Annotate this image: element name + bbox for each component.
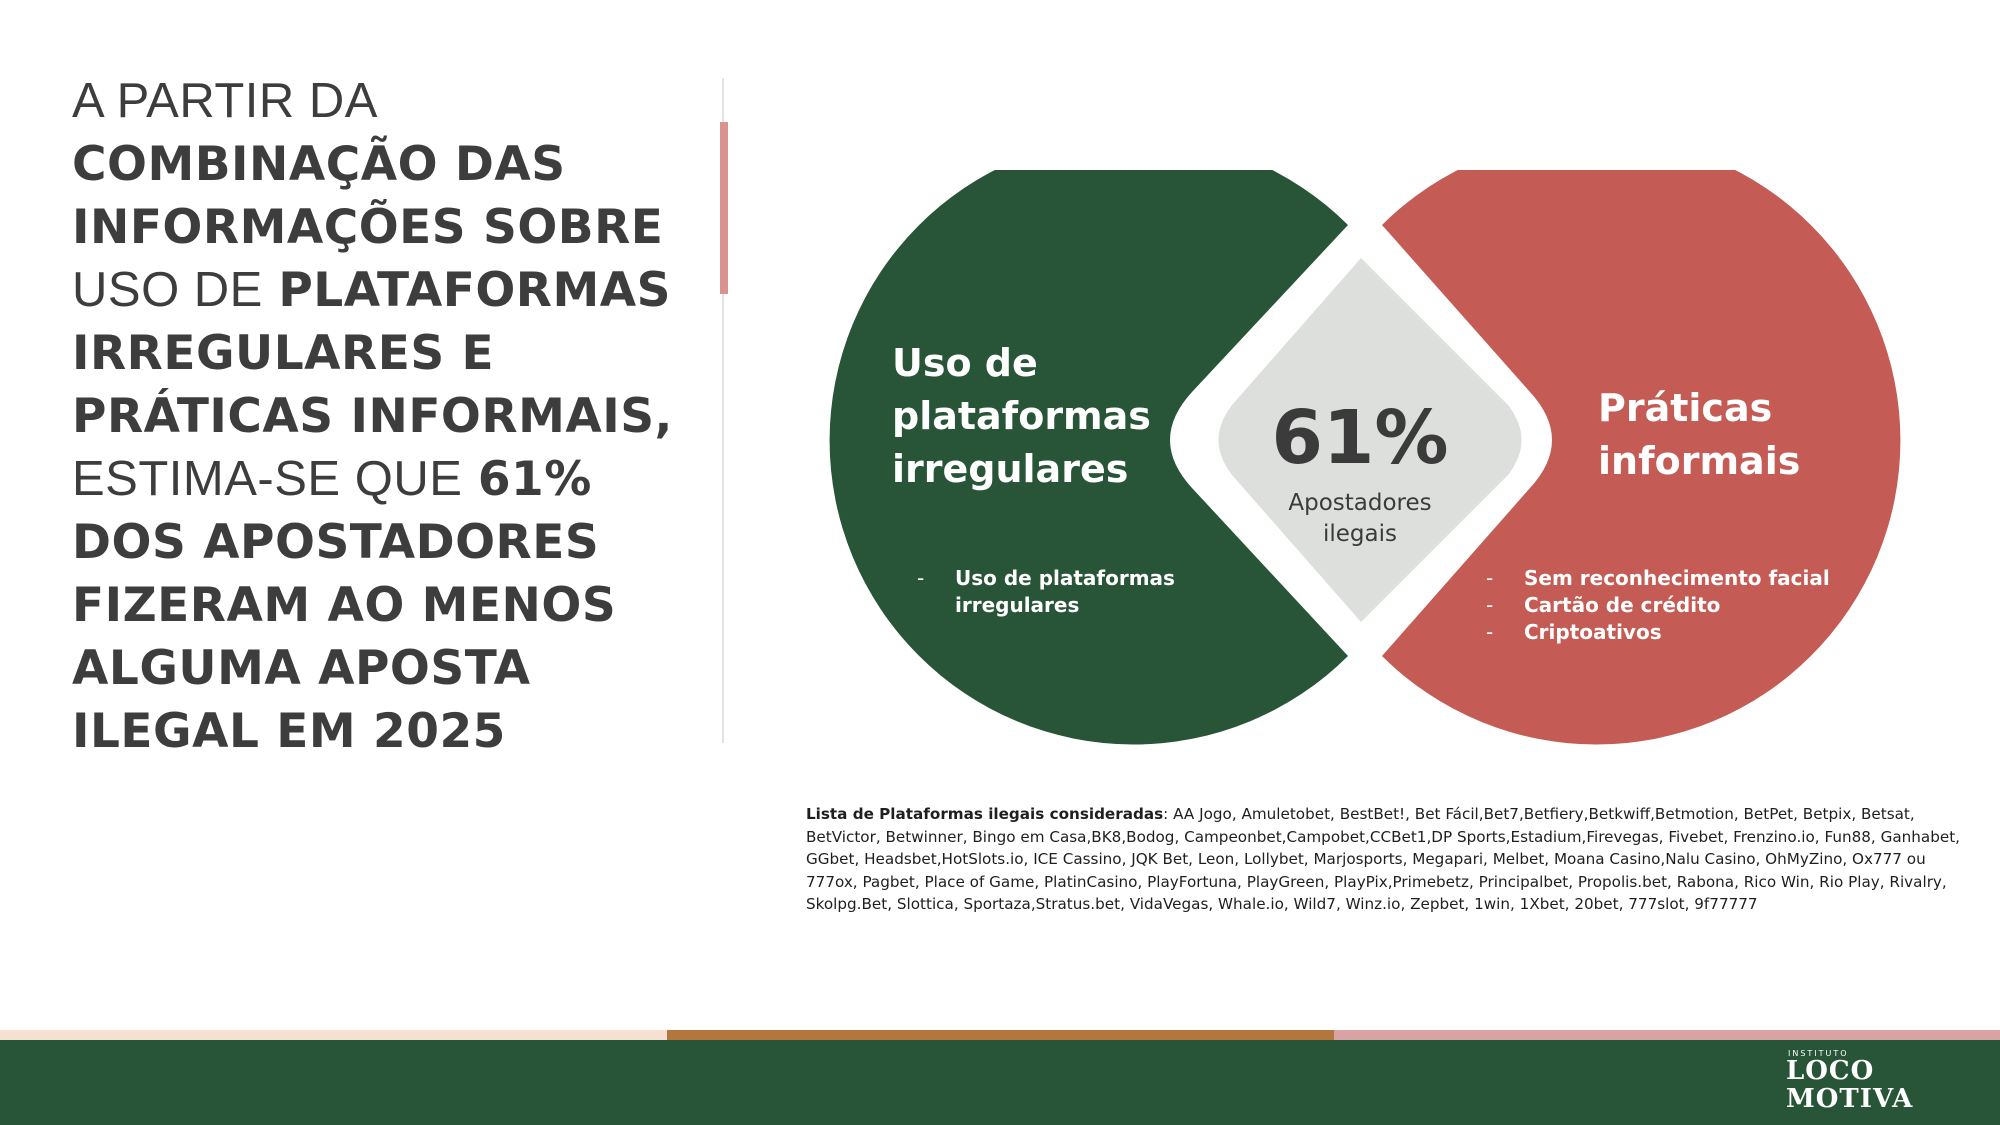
bullet-item: Cartão de crédito: [1486, 592, 1906, 619]
platforms-note: Lista de Plataformas ilegais considerada…: [806, 803, 1966, 916]
headline-part-2: COMBINAÇÃO DAS INFORMAÇÕES SOBRE: [72, 137, 664, 255]
center-label-line: ilegais: [1323, 521, 1397, 547]
note-label: Lista de Plataformas ilegais considerada…: [806, 805, 1164, 823]
right-circle-title: Práticas informais: [1598, 382, 1800, 488]
left-title-line: plataformas: [892, 394, 1151, 438]
bullet-item: Sem reconhecimento facial: [1486, 565, 1906, 592]
footer-stripe-3: [1334, 1030, 2000, 1040]
logo-small-text: INSTITUTO: [1788, 1049, 1849, 1058]
headline: A PARTIR DA COMBINAÇÃO DAS INFORMAÇÕES S…: [72, 70, 692, 763]
bullet-item: Criptoativos: [1486, 619, 1906, 646]
center-label: Apostadores ilegais: [1260, 488, 1460, 550]
left-circle-title: Uso de plataformas irregulares: [892, 337, 1151, 496]
note-text: : AA Jogo, Amuletobet, BestBet!, Bet Fác…: [806, 805, 1960, 914]
center-percentage: 61%: [1271, 395, 1449, 481]
left-bullets: Uso de plataformas irregulares: [917, 565, 1237, 619]
divider-accent: [720, 122, 728, 294]
footer-stripe-2: [667, 1030, 1334, 1040]
right-bullets: Sem reconhecimento facial Cartão de créd…: [1486, 565, 1906, 646]
right-title-line: informais: [1598, 439, 1801, 483]
bullet-item: Uso de plataformas irregulares: [917, 565, 1237, 619]
headline-part-6: 61% DOS APOSTADORES FIZERAM AO MENOS ALG…: [72, 452, 617, 759]
headline-part-1: A PARTIR DA: [72, 74, 378, 128]
left-title-line: Uso de: [892, 341, 1038, 385]
footer-bar: [0, 1040, 2000, 1125]
headline-part-4: PLATAFORMAS IRREGULARES E PRÁTICAS INFOR…: [72, 263, 673, 444]
center-label-line: Apostadores: [1288, 490, 1432, 516]
logo-line-1: LOCO: [1786, 1056, 1875, 1086]
headline-part-3: USO DE: [72, 263, 263, 317]
center-diamond: [1218, 258, 1522, 622]
left-title-line: irregulares: [892, 447, 1129, 491]
headline-part-5: ESTIMA-SE QUE: [72, 452, 463, 506]
vertical-divider: [722, 78, 724, 743]
logo-line-2: MOTIVA: [1786, 1084, 1914, 1114]
right-title-line: Práticas: [1598, 386, 1773, 430]
footer-stripe-1: [0, 1030, 667, 1040]
